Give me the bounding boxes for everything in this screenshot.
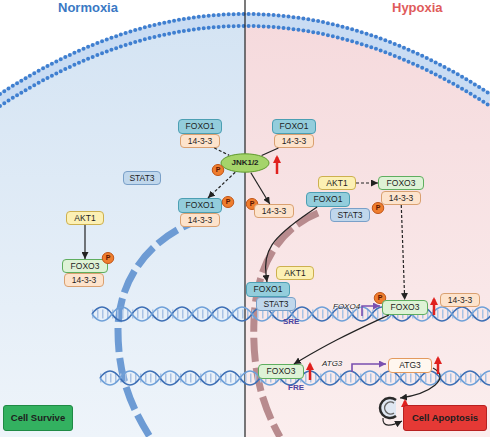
protein-box: FOXO1 bbox=[178, 119, 222, 134]
increase-arrow bbox=[437, 358, 440, 374]
text-label: Normoxia bbox=[58, 1, 118, 15]
node-text: Cell Apoptosis bbox=[412, 413, 478, 423]
autophagosome-symbol bbox=[385, 402, 394, 414]
transcription-arrow bbox=[352, 364, 386, 372]
protein-box: FOXO3 bbox=[62, 259, 108, 273]
protein-box: FOXO1 bbox=[306, 192, 350, 207]
signal-arrow bbox=[208, 172, 235, 198]
increase-arrow bbox=[276, 157, 279, 174]
node-text: 14-3-3 bbox=[282, 137, 307, 146]
nuclear-envelope bbox=[254, 213, 318, 437]
protein-box: FOXO1 bbox=[272, 119, 316, 134]
signal-arrow bbox=[84, 225, 85, 259]
node-text: FOXO1 bbox=[314, 195, 343, 204]
node-text: 14-3-3 bbox=[188, 216, 213, 225]
outcome-box: Cell Survive bbox=[3, 405, 73, 431]
outcome-box: Cell Apoptosis bbox=[403, 405, 487, 431]
node-text: STAT3 bbox=[263, 300, 288, 309]
autophagosome-symbol bbox=[380, 398, 396, 418]
node-text: AKT1 bbox=[74, 214, 95, 223]
node-text: FOXO1 bbox=[254, 285, 283, 294]
kinase-ellipse: JNK1/2 bbox=[220, 153, 270, 173]
shape-fill bbox=[221, 154, 269, 172]
node-text: FOXO1 bbox=[280, 122, 309, 131]
process-arrow bbox=[383, 418, 402, 425]
node-text: P bbox=[106, 254, 111, 261]
shape-fill bbox=[212, 164, 224, 175]
text-label: Hypoxia bbox=[392, 1, 443, 15]
protein-box: STAT3 bbox=[256, 297, 296, 311]
signal-arrow bbox=[356, 182, 378, 183]
nuclear-envelope bbox=[118, 218, 205, 437]
node-text: STAT3 bbox=[129, 174, 154, 183]
node-text: 14-3-3 bbox=[448, 296, 473, 305]
signal-arrow bbox=[265, 207, 317, 282]
shape-fill bbox=[372, 202, 384, 213]
text-label: FOXO4 bbox=[333, 303, 360, 312]
shape-fill bbox=[102, 252, 114, 263]
protein-box: FOXO1 bbox=[178, 198, 222, 213]
text-label: FRE bbox=[288, 384, 304, 393]
protein-box: FOXO3 bbox=[258, 364, 304, 379]
protein-box: ATG3 bbox=[388, 358, 432, 373]
protein-box: FOXO3 bbox=[378, 176, 424, 190]
node-text: ATG3 bbox=[399, 361, 421, 370]
signal-arrow bbox=[294, 315, 389, 364]
node-text: AKT1 bbox=[326, 179, 347, 188]
phospho-circle: P bbox=[222, 196, 234, 208]
protein-box: FOXO1 bbox=[246, 282, 290, 297]
signal-arrow bbox=[262, 148, 279, 156]
node-text: 14-3-3 bbox=[389, 194, 414, 203]
phospho-circle: P bbox=[212, 164, 224, 176]
transcription-arrow bbox=[362, 306, 380, 316]
adaptor-box: 14-3-3 bbox=[254, 204, 294, 218]
node-text: P bbox=[226, 198, 231, 205]
node-text: P bbox=[378, 294, 383, 301]
node-text: AKT1 bbox=[284, 269, 305, 278]
adaptor-box: 14-3-3 bbox=[180, 134, 220, 148]
kinase-box: AKT1 bbox=[318, 176, 356, 190]
node-text: FOXO3 bbox=[267, 367, 296, 376]
adaptor-box: 14-3-3 bbox=[180, 213, 220, 227]
node-text: P bbox=[376, 204, 381, 211]
node-text: FOXO3 bbox=[391, 303, 420, 312]
node-text: 14-3-3 bbox=[72, 276, 97, 285]
adaptor-box: 14-3-3 bbox=[440, 293, 480, 307]
node-text: FOXO3 bbox=[71, 262, 100, 271]
node-text: FOXO1 bbox=[186, 122, 215, 131]
signal-arrow bbox=[251, 173, 270, 204]
phospho-circle: P bbox=[372, 202, 384, 214]
divider-line bbox=[244, 0, 245, 437]
increase-arrow bbox=[433, 299, 436, 315]
adaptor-box: 14-3-3 bbox=[64, 273, 104, 287]
text-label: ATG3 bbox=[322, 360, 342, 369]
kinase-box: AKT1 bbox=[276, 266, 314, 280]
node-text: FOXO3 bbox=[387, 179, 416, 188]
protein-box: FOXO3 bbox=[382, 300, 428, 315]
signal-arrow bbox=[214, 148, 229, 155]
protein-box: STAT3 bbox=[330, 208, 370, 222]
signal-arrow bbox=[401, 205, 404, 300]
protein-box: STAT3 bbox=[123, 171, 161, 185]
kinase-box: AKT1 bbox=[66, 211, 104, 225]
phospho-circle: P bbox=[102, 252, 114, 264]
node-text: Cell Survive bbox=[11, 413, 65, 423]
node-text: JNK1/2 bbox=[231, 159, 258, 167]
node-text: P bbox=[216, 166, 221, 173]
adaptor-box: 14-3-3 bbox=[381, 191, 421, 205]
node-text: 14-3-3 bbox=[262, 207, 287, 216]
shape-fill bbox=[222, 196, 234, 207]
node-text: 14-3-3 bbox=[188, 137, 213, 146]
adaptor-box: 14-3-3 bbox=[274, 134, 314, 148]
increase-arrow bbox=[309, 364, 312, 380]
text-label: SRE bbox=[283, 318, 299, 327]
node-text: STAT3 bbox=[337, 211, 362, 220]
node-text: FOXO1 bbox=[186, 201, 215, 210]
